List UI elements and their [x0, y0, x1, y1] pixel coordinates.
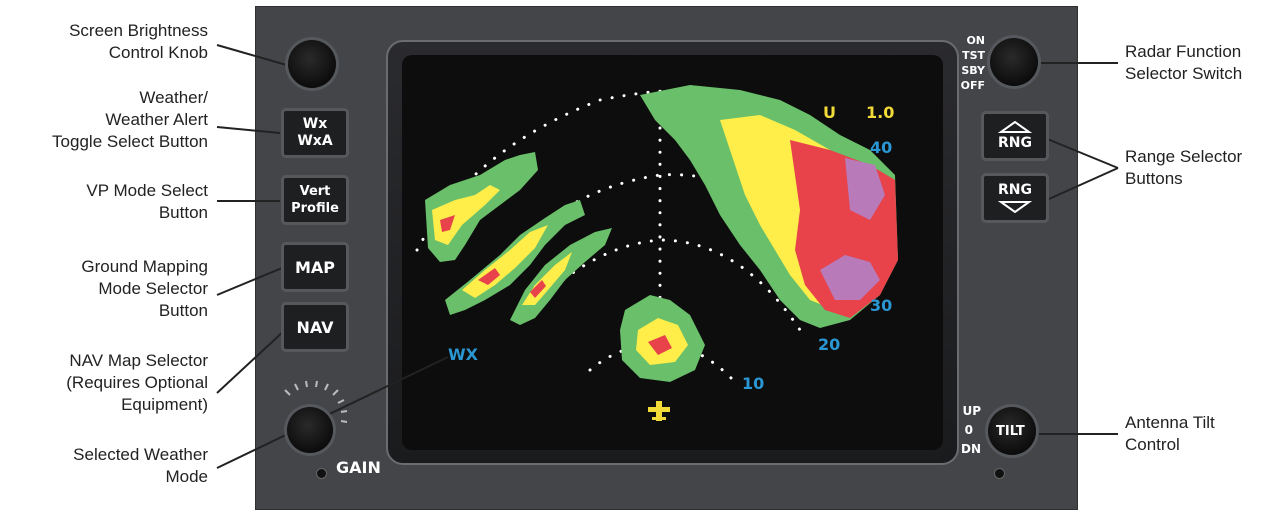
callout-tilt: Antenna Tilt Control: [1125, 413, 1215, 454]
gain-knob[interactable]: [287, 407, 333, 453]
callout-radar-function: Radar Function Selector Switch: [1125, 42, 1243, 83]
gain-indicator-hole: [316, 468, 327, 479]
range-up-button[interactable]: RNG: [981, 111, 1049, 161]
nav-button[interactable]: NAV: [281, 302, 349, 352]
tilt-indicator-hole: [994, 468, 1005, 479]
tilt-angle-label: 1.0: [866, 103, 895, 122]
wx-mode-label: WX: [448, 345, 478, 364]
down-triangle-icon: [998, 201, 1032, 213]
callout-range-select: Range Selector Buttons: [1125, 147, 1243, 188]
tilt-knob[interactable]: [988, 407, 1036, 455]
callout-ground-map: Ground Mapping Mode Selector Button: [81, 257, 208, 320]
callout-selected-wx: Selected Weather Mode: [73, 445, 208, 486]
range-label-40: 40: [870, 138, 893, 157]
vert-profile-button[interactable]: Vert Profile: [281, 175, 349, 225]
callout-brightness: Screen Brightness Control Knob: [69, 21, 208, 62]
up-triangle-icon: [998, 121, 1032, 133]
tilt-mode-label: U: [823, 103, 836, 122]
map-button[interactable]: MAP: [281, 242, 349, 292]
tilt-labels: UP 0 DN: [960, 404, 981, 456]
function-labels: ON TST SBY OFF: [960, 34, 985, 92]
range-down-button[interactable]: RNG: [981, 173, 1049, 223]
gain-label: GAIN: [336, 458, 381, 477]
tilt-button-label: TILT: [996, 424, 1025, 439]
callout-nav-map: NAV Map Selector (Requires Optional Equi…: [66, 351, 208, 414]
range-label-30: 30: [870, 296, 893, 315]
wx-wxa-button[interactable]: Wx WxA: [281, 108, 349, 158]
brightness-knob[interactable]: [288, 40, 336, 88]
range-label-20: 20: [818, 335, 841, 354]
range-label-10: 10: [742, 374, 765, 393]
callout-vp-mode: VP Mode Select Button: [86, 181, 208, 222]
callout-wx-toggle: Weather/ Weather Alert Toggle Select But…: [52, 88, 208, 151]
radar-function-knob[interactable]: [990, 38, 1038, 86]
